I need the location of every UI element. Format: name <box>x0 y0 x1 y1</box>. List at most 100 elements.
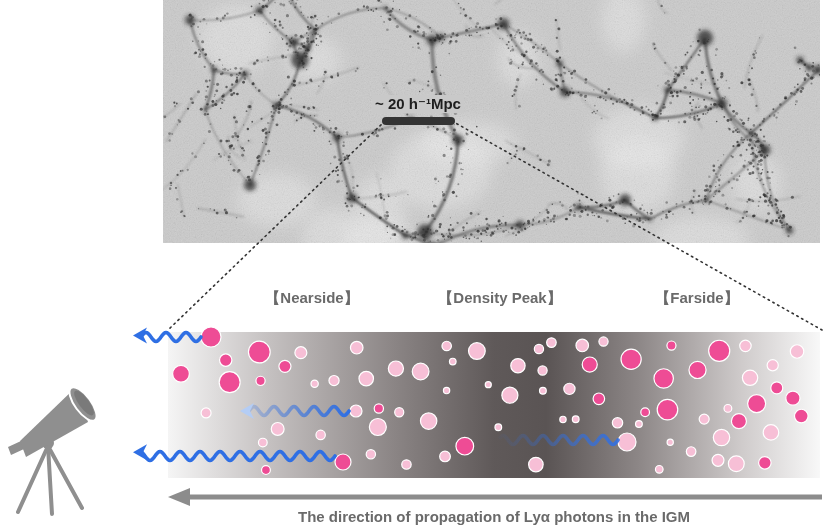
web-grain-dot <box>256 156 258 158</box>
web-grain-dot <box>750 129 751 130</box>
web-grain-dot <box>204 113 207 116</box>
web-grain-dot <box>742 164 745 167</box>
web-grain-dot <box>728 87 730 89</box>
web-grain-dot <box>176 174 178 176</box>
web-grain-dot <box>715 186 716 187</box>
web-grain-dot <box>751 147 754 150</box>
web-grain-dot <box>293 114 295 116</box>
web-grain-dot <box>476 238 477 239</box>
web-grain-dot <box>676 203 678 205</box>
web-grain-dot <box>514 35 516 37</box>
lya-emitter <box>350 341 363 354</box>
web-filament <box>259 10 293 42</box>
web-grain-dot <box>272 119 274 121</box>
web-grain-dot <box>707 112 709 114</box>
web-filament <box>250 105 276 185</box>
lya-emitter <box>388 361 403 376</box>
web-grain-dot <box>442 42 444 44</box>
web-grain-dot <box>805 71 806 72</box>
web-grain-dot <box>546 216 548 218</box>
web-grain-dot <box>268 154 269 155</box>
web-grain-dot <box>224 15 226 17</box>
web-grain-dot <box>570 72 573 75</box>
lya-emitter <box>748 395 766 413</box>
web-grain-dot <box>313 17 315 19</box>
web-grain-dot <box>431 31 432 32</box>
web-grain-dot <box>747 168 749 170</box>
web-grain-dot <box>275 110 277 112</box>
web-grain-dot <box>757 163 759 165</box>
web-grain-dot <box>230 93 233 96</box>
web-grain-dot <box>691 84 692 85</box>
web-grain-dot <box>383 21 385 23</box>
web-grain-dot <box>694 113 695 114</box>
web-knot <box>211 67 217 73</box>
web-grain-dot <box>441 233 443 235</box>
web-grain-dot <box>654 48 656 50</box>
web-grain-dot <box>527 227 529 229</box>
web-grain-dot <box>192 40 193 41</box>
web-grain-dot <box>536 154 539 157</box>
web-grain-dot <box>385 217 388 220</box>
web-grain-dot <box>613 195 615 197</box>
web-grain-dot <box>203 142 205 144</box>
web-grain-dot <box>461 173 463 175</box>
web-grain-dot <box>453 33 454 34</box>
lya-emitter <box>220 354 232 366</box>
web-grain-dot <box>460 13 462 15</box>
web-grain-dot <box>306 32 308 34</box>
web-grain-dot <box>393 224 395 226</box>
web-grain-dot <box>715 194 717 196</box>
web-grain-dot <box>516 78 519 81</box>
web-grain-dot <box>669 101 672 104</box>
web-grain-dot <box>693 196 695 198</box>
web-grain-dot <box>333 155 336 158</box>
web-grain-dot <box>736 178 739 181</box>
web-grain-dot <box>304 115 305 116</box>
web-grain-dot <box>563 67 565 69</box>
web-filament <box>352 198 405 235</box>
web-grain-dot <box>386 215 389 218</box>
web-grain-dot <box>739 119 740 120</box>
web-grain-dot <box>615 201 617 203</box>
web-grain-dot <box>310 57 312 59</box>
web-grain-dot <box>281 106 284 109</box>
web-grain-dot <box>231 84 234 87</box>
web-grain-dot <box>676 95 678 97</box>
web-grain-dot <box>581 210 584 213</box>
web-grain-dot <box>683 206 686 209</box>
web-grain-dot <box>573 214 576 217</box>
web-grain-dot <box>708 176 710 178</box>
web-grain-dot <box>674 90 675 91</box>
web-grain-dot <box>664 62 666 64</box>
web-filament <box>190 20 214 70</box>
web-grain-dot <box>506 44 508 46</box>
web-grain-dot <box>197 90 200 93</box>
web-grain-dot <box>763 118 765 120</box>
web-grain-dot <box>281 56 284 59</box>
web-grain-dot <box>287 49 289 51</box>
web-grain-dot <box>660 5 662 7</box>
lya-emitter <box>728 456 744 472</box>
web-grain-dot <box>705 184 708 187</box>
web-grain-dot <box>330 75 333 78</box>
web-grain-dot <box>788 225 789 226</box>
web-filament <box>343 153 353 187</box>
web-grain-dot <box>515 34 517 36</box>
web-grain-dot <box>573 203 576 206</box>
web-grain-dot <box>714 83 716 85</box>
web-grain-dot <box>323 74 325 76</box>
lya-emitter <box>219 372 240 393</box>
web-grain-dot <box>241 147 244 150</box>
web-grain-dot <box>337 180 340 183</box>
web-grain-dot <box>577 193 578 194</box>
web-grain-dot <box>285 56 287 58</box>
web-grain-dot <box>486 235 487 236</box>
web-grain-dot <box>238 169 241 172</box>
web-grain-dot <box>737 143 740 146</box>
web-grain-dot <box>202 48 205 51</box>
web-grain-dot <box>265 132 268 135</box>
web-grain-dot <box>775 110 776 111</box>
web-grain-dot <box>433 232 435 234</box>
web-knots <box>185 0 820 243</box>
